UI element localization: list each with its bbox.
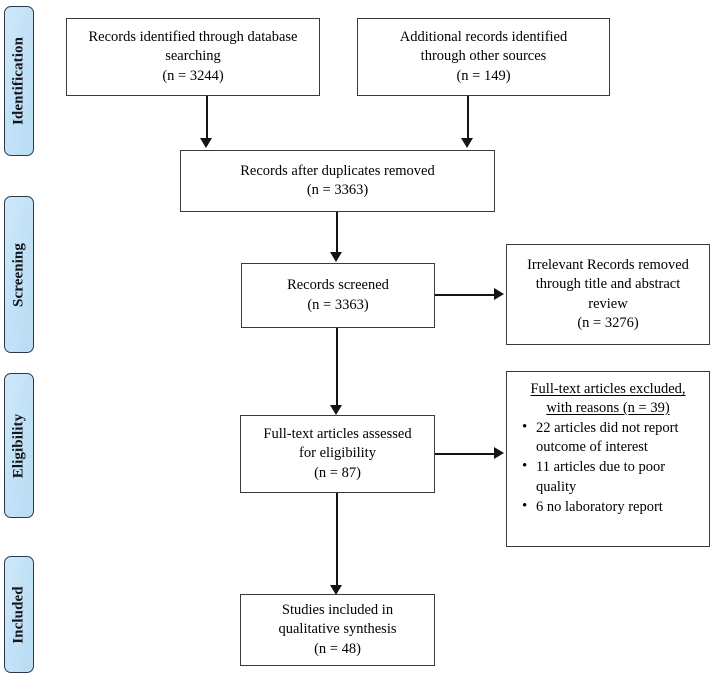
- stage-tab-identification: Identification: [4, 6, 34, 156]
- box-records-screened-count: (n = 3363): [307, 296, 369, 313]
- arrowhead-other-sources-to-duplicates: [461, 138, 473, 148]
- exclusion-reason-item: 11 articles due to poor quality: [522, 457, 701, 497]
- exclusion-reason-item: 22 articles did not report outcome of in…: [522, 418, 701, 458]
- stage-tab-included-label: Included: [10, 585, 27, 644]
- box-fulltext-assessed-line1: Full-text articles assessed: [263, 426, 412, 443]
- stage-tab-eligibility-label: Eligibility: [10, 413, 27, 478]
- box-records-screened: Records screened (n = 3363): [241, 263, 435, 328]
- connector-screened-to-excluded: [435, 294, 496, 296]
- stage-tab-eligibility: Eligibility: [4, 373, 34, 518]
- stage-tab-screening-label: Screening: [10, 242, 27, 307]
- connector-fulltext-to-included: [336, 493, 338, 586]
- box-irrelevant-records-removed: Irrelevant Records removed through title…: [506, 244, 710, 345]
- box-additional-records-other-sources: Additional records identified through ot…: [357, 18, 610, 96]
- arrowhead-db-search-to-duplicates: [200, 138, 212, 148]
- connector-other-sources-to-duplicates: [467, 96, 469, 139]
- box-records-after-duplicates-removed: Records after duplicates removed (n = 33…: [180, 150, 495, 212]
- box-fulltext-excluded-heading: Full-text articles excluded, with reason…: [513, 380, 703, 418]
- box-fulltext-excluded-heading-line1: Full-text articles excluded,: [530, 381, 686, 397]
- box-duplicates-line1: Records after duplicates removed: [240, 162, 435, 179]
- box-fulltext-excluded-heading-line2: with reasons (n = 39): [546, 399, 670, 416]
- box-db-search-line2: searching: [165, 48, 221, 65]
- stage-tab-identification-label: Identification: [10, 36, 27, 126]
- connector-duplicates-to-screened: [336, 212, 338, 253]
- stage-tab-included: Included: [4, 556, 34, 673]
- box-records-identified-database: Records identified through database sear…: [66, 18, 320, 96]
- box-db-search-line1: Records identified through database: [88, 29, 298, 46]
- box-records-excluded-line3: review: [588, 295, 628, 312]
- exclusion-reason-list: 22 articles did not report outcome of in…: [513, 418, 703, 517]
- box-records-screened-line1: Records screened: [287, 277, 389, 294]
- arrowhead-screened-to-fulltext: [330, 405, 342, 415]
- box-db-search-count: (n = 3244): [162, 67, 224, 84]
- arrowhead-fulltext-to-excluded: [494, 447, 504, 459]
- box-fulltext-assessed-count: (n = 87): [314, 464, 361, 481]
- box-studies-included-count: (n = 48): [314, 640, 361, 657]
- arrowhead-fulltext-to-included: [330, 585, 342, 595]
- box-other-sources-count: (n = 149): [456, 67, 511, 84]
- box-other-sources-line1: Additional records identified: [399, 29, 568, 46]
- box-other-sources-line2: through other sources: [420, 48, 547, 65]
- box-studies-included-line2: qualitative synthesis: [278, 621, 397, 638]
- box-duplicates-count: (n = 3363): [306, 182, 369, 198]
- stage-tab-screening: Screening: [4, 196, 34, 353]
- box-records-excluded-line1: Irrelevant Records removed: [527, 257, 689, 274]
- connector-db-search-to-duplicates: [206, 96, 208, 139]
- box-studies-included-qualitative-synthesis: Studies included in qualitative synthesi…: [240, 594, 435, 666]
- box-fulltext-articles-assessed: Full-text articles assessed for eligibil…: [240, 415, 435, 493]
- box-fulltext-assessed-line2: for eligibility: [299, 445, 376, 462]
- connector-fulltext-to-excluded: [435, 453, 496, 455]
- arrowhead-screened-to-excluded: [494, 288, 504, 300]
- box-records-excluded-count: (n = 3276): [577, 314, 639, 331]
- connector-screened-to-fulltext: [336, 328, 338, 406]
- exclusion-reason-item: 6 no laboratory report: [522, 497, 701, 517]
- arrowhead-duplicates-to-screened: [330, 252, 342, 262]
- box-fulltext-articles-excluded: Full-text articles excluded, with reason…: [506, 371, 710, 547]
- box-studies-included-line1: Studies included in: [281, 602, 394, 619]
- box-records-excluded-line2: through title and abstract: [535, 276, 681, 293]
